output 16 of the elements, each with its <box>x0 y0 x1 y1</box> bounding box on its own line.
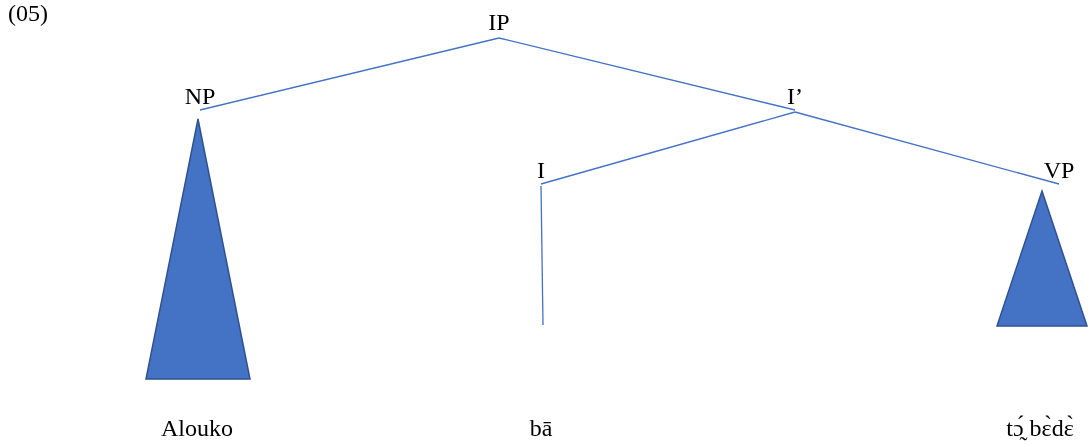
syntax-label: IP <box>478 8 520 38</box>
tree-branch <box>794 111 1060 185</box>
word-label: Alouko <box>161 414 233 442</box>
tree-branch <box>498 37 796 111</box>
example-number: (05) <box>8 0 48 27</box>
syntax-label: I <box>533 156 549 186</box>
word-label: bā <box>529 414 553 442</box>
word-label: tɔ̰́ bɛ̀dɛ̀ <box>1006 414 1074 442</box>
tree-branch <box>540 185 544 326</box>
syntax-label: I’ <box>780 82 810 112</box>
roof-triangle <box>145 118 251 380</box>
roof-triangle <box>996 190 1088 327</box>
syntax-label: NP <box>178 82 222 112</box>
tree-branch <box>540 111 796 185</box>
syntax-label: VP <box>1038 156 1080 186</box>
tree-branch <box>199 37 500 111</box>
